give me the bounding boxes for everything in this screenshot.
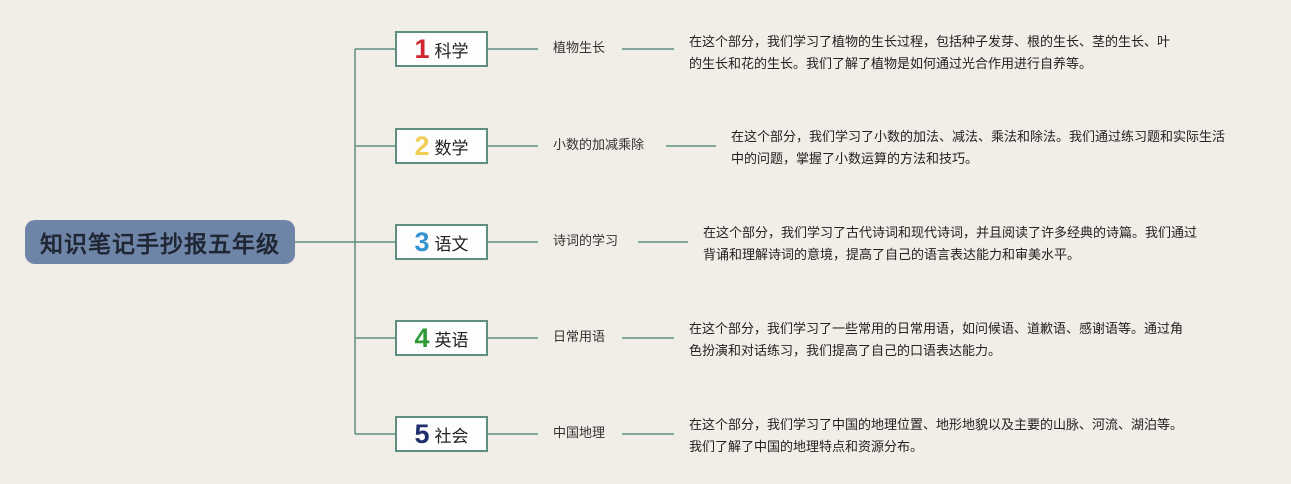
description-text: 在这个部分，我们学习了一些常用的日常用语，如问候语、道歉语、感谢语等。通过角色扮… — [689, 322, 1184, 359]
number-badge: 2 — [414, 130, 430, 161]
root-node: 知识笔记手抄报五年级 — [25, 220, 295, 264]
root-title: 知识笔记手抄报五年级 — [40, 232, 280, 258]
topic-label: 小数的加减乘除 — [553, 138, 645, 153]
subject-label: 数学 — [434, 138, 469, 159]
subject-label: 英语 — [434, 330, 469, 351]
description-text: 在这个部分，我们学习了小数的加法、减法、乘法和除法。我们通过练习题和实际生活中的… — [731, 130, 1226, 167]
subject-label: 社会 — [434, 426, 469, 447]
topic-label: 诗词的学习 — [553, 234, 619, 249]
number-badge: 5 — [414, 418, 430, 449]
topic-label: 日常用语 — [553, 330, 606, 345]
subject-label: 科学 — [434, 41, 469, 62]
number-badge: 4 — [414, 322, 430, 353]
description-text: 在这个部分，我们学习了古代诗词和现代诗词，并且阅读了许多经典的诗篇。我们通过背诵… — [703, 226, 1198, 263]
subject-node-math: 2 数学 — [395, 128, 488, 164]
description-text: 在这个部分，我们学习了植物的生长过程，包括种子发芽、根的生长、茎的生长、叶的生长… — [689, 35, 1171, 72]
number-badge: 3 — [414, 226, 430, 257]
subject-node-chinese: 3 语文 — [395, 224, 488, 260]
topic-label: 中国地理 — [553, 426, 606, 441]
number-badge: 1 — [414, 33, 430, 64]
subject-node-science: 1 科学 — [395, 31, 488, 67]
subject-node-english: 4 英语 — [395, 320, 488, 356]
description-text: 在这个部分，我们学习了中国的地理位置、地形地貌以及主要的山脉、河流、湖泊等。我们… — [689, 418, 1184, 455]
subject-node-society: 5 社会 — [395, 416, 488, 452]
topic-label: 植物生长 — [553, 41, 606, 56]
subject-label: 语文 — [434, 234, 469, 255]
